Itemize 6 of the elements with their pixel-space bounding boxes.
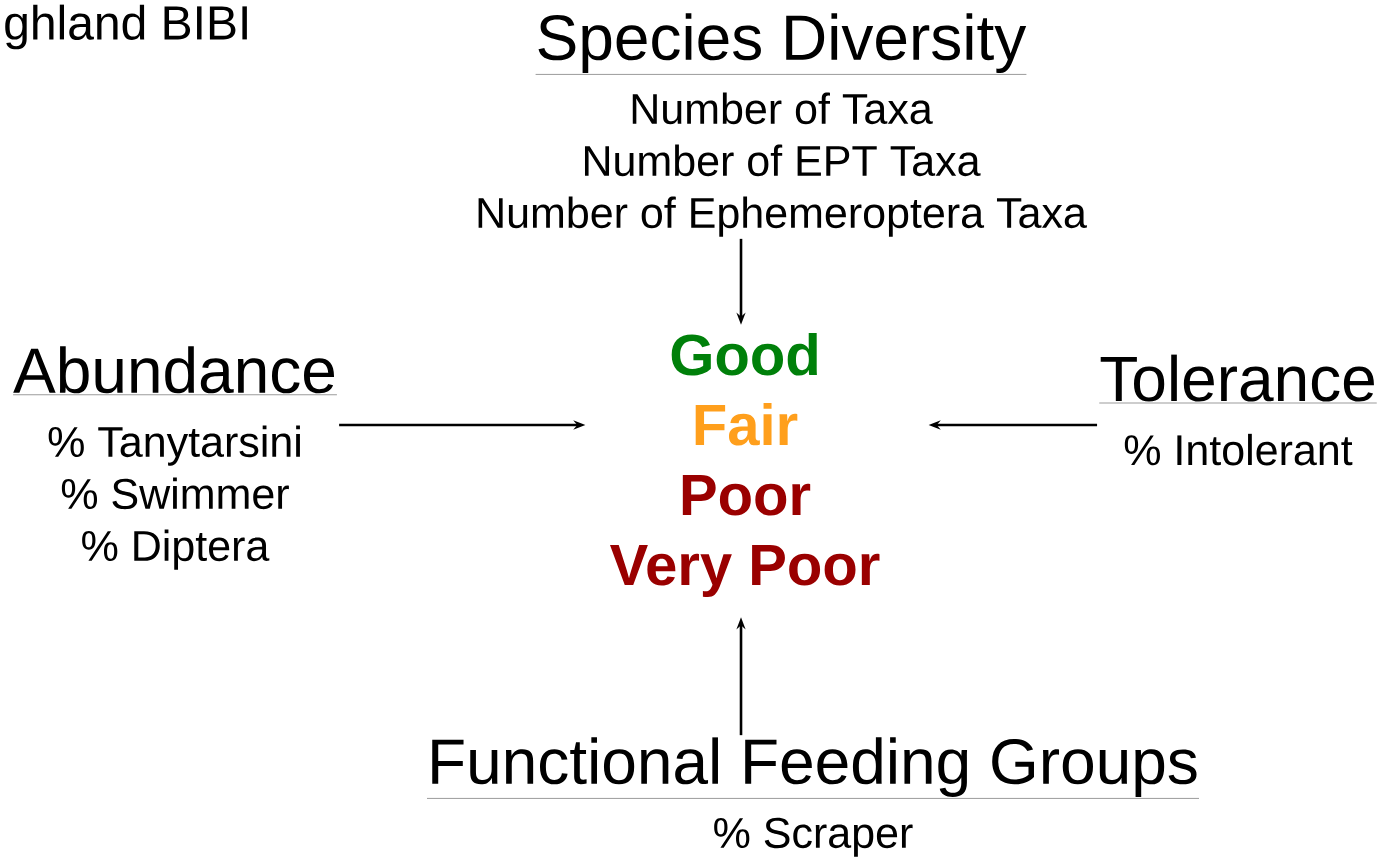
- metric-group: Species Diversity Number of Taxa Number of EPT Taxa Number of Ephemeroptera Taxa: [478, 13, 1087, 237]
- rating-list: Good Fair Poor Very Poor: [610, 332, 880, 598]
- metric-group: Tolerance % Intolerant: [1099, 354, 1377, 466]
- metric-group: Functional Feeding Groups % Scraper: [426, 737, 1200, 857]
- title: ghland BIBI: [5, 4, 247, 50]
- metric-group: Abundance % Tanytarsini % Swimmer % Diptera: [12, 346, 338, 570]
